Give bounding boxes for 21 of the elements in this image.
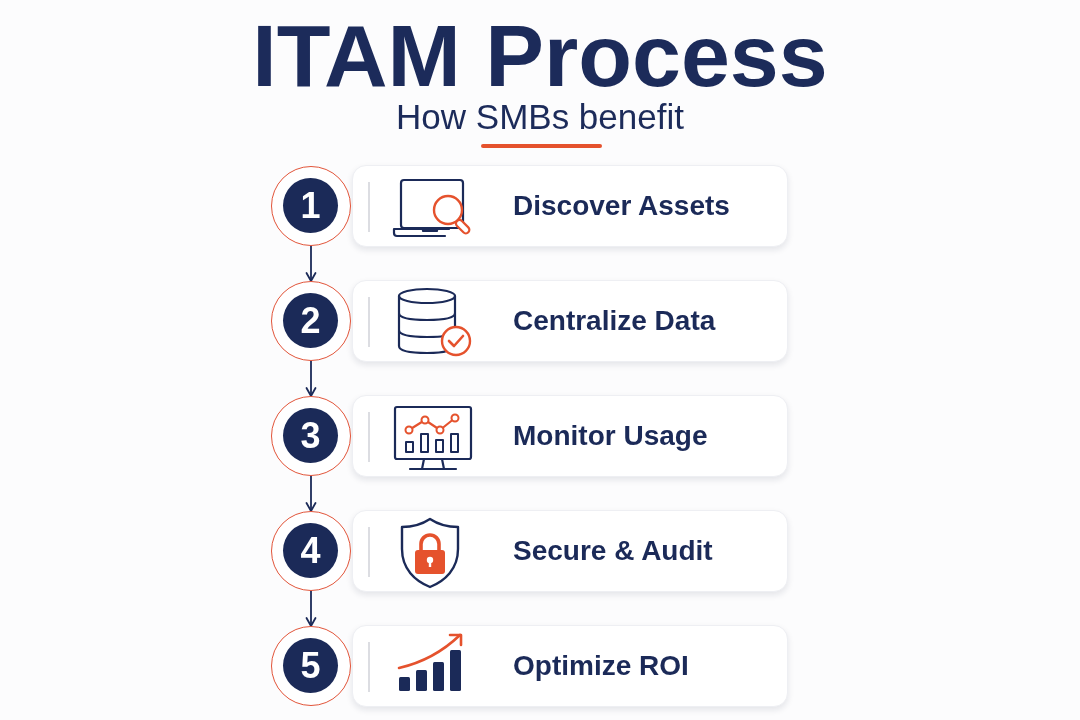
step-title: Optimize ROI [513,649,689,683]
step-card [352,395,788,477]
step-title: Monitor Usage [513,419,708,453]
arrow [305,590,317,627]
arrow [305,360,317,397]
step-number: 5 [283,638,338,693]
step-card [352,280,788,362]
arrow [305,475,317,512]
subtitle: How SMBs benefit [396,98,684,137]
step-card [352,625,788,707]
arrow [305,245,317,282]
step-number: 2 [283,293,338,348]
step-number: 4 [283,523,338,578]
step-card [352,165,788,247]
step-title: Discover Assets [513,189,730,223]
step-title: Secure & Audit [513,534,713,568]
page-title: ITAM Process [252,12,828,100]
step-title: Centralize Data [513,304,716,338]
step-card [352,510,788,592]
step-number: 1 [283,178,338,233]
step-number: 3 [283,408,338,463]
